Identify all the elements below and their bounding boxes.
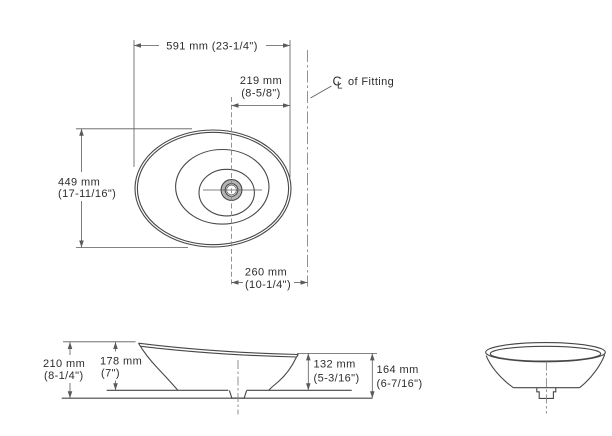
dim-overall-depth: 449 mm (17-11/16") <box>58 128 192 248</box>
end-view <box>485 342 606 414</box>
label-drain-offset-in: (8-5/8") <box>241 88 281 100</box>
label-overall-height-in: (8-1/4") <box>44 370 84 382</box>
outer-rim-inner-ellipse <box>136 131 290 246</box>
arrow-down <box>113 383 118 391</box>
leader-line <box>310 85 332 99</box>
dim-fitting-offset: 260 mm (10-1/4") <box>231 267 308 291</box>
outer-rim-ellipse <box>134 129 292 248</box>
arrow-up <box>306 353 311 361</box>
drain <box>203 179 262 201</box>
label-drain-offset-mm: 219 mm <box>240 75 282 87</box>
label-low-rim-counter-in: (5-3/16") <box>314 373 360 385</box>
rim-right-end <box>296 354 299 358</box>
label-low-rim-base-in: (6-7/16") <box>377 378 423 390</box>
rim-outer-ellipse <box>485 342 606 363</box>
arrow-up <box>79 128 84 136</box>
arrow-left <box>134 43 141 48</box>
label-overall-width: 591 mm (23-1/4") <box>166 41 258 53</box>
arrow-right <box>300 280 308 285</box>
arrow-down <box>370 391 375 399</box>
arrow-down <box>79 240 84 248</box>
left-wall <box>485 355 514 389</box>
label-fitting-offset-mm: 260 mm <box>245 267 287 279</box>
sink-plan-outline <box>134 129 292 248</box>
right-wall <box>268 356 297 391</box>
rim-top-edge <box>138 342 299 356</box>
dim-rim-height: 178 mm (7") <box>100 342 142 391</box>
arrow-down <box>306 383 311 391</box>
right-wall <box>579 354 606 389</box>
arrow-down <box>67 391 73 399</box>
label-low-rim-counter-mm: 132 mm <box>314 359 356 371</box>
label-overall-height-mm: 210 mm <box>43 358 85 370</box>
arrow-left <box>231 280 239 285</box>
dim-drain-offset: 219 mm (8-5/8") <box>231 75 290 108</box>
label-rim-height-mm: 178 mm <box>100 356 142 368</box>
sink-profile-outline <box>138 342 299 399</box>
fitting-callout: C L of Fitting <box>310 75 394 99</box>
arrow-up <box>67 342 73 349</box>
top-view: C L of Fitting 591 mm (23-1/4") 219 mm (… <box>58 40 394 291</box>
left-wall <box>138 342 179 391</box>
label-rim-height-in: (7") <box>101 368 120 380</box>
dim-overall-width: 591 mm (23-1/4") <box>133 40 291 177</box>
arrow-right <box>283 103 290 108</box>
side-view: 210 mm (8-1/4") 178 mm (7") 132 mm (5-3/… <box>43 341 423 415</box>
label-fitting-offset-in: (10-1/4") <box>245 279 291 291</box>
arrow-left <box>231 103 239 108</box>
basin-bottom-ellipse <box>198 168 255 217</box>
rim-bottom-edge <box>140 345 297 358</box>
centerline-symbol-l: L <box>337 81 343 92</box>
dim-low-rim-to-base: 164 mm (6-7/16") <box>370 353 423 399</box>
label-overall-depth-mm: 449 mm <box>58 177 100 189</box>
arrow-up <box>113 342 118 349</box>
dim-low-rim-to-counter: 132 mm (5-3/16") <box>297 352 377 391</box>
arrow-up <box>370 353 375 361</box>
label-overall-depth-in: (17-11/16") <box>58 188 116 200</box>
arrow-right <box>283 43 290 48</box>
label-low-rim-base-mm: 164 mm <box>377 364 419 376</box>
fitting-label: of Fitting <box>348 76 394 88</box>
mounting-surface <box>61 389 373 399</box>
dim-overall-height: 210 mm (8-1/4") <box>43 341 136 399</box>
basin-rim-ellipse <box>175 148 270 225</box>
rim-inner-ellipse <box>489 345 602 362</box>
centerline-symbol-c: C <box>333 75 342 89</box>
